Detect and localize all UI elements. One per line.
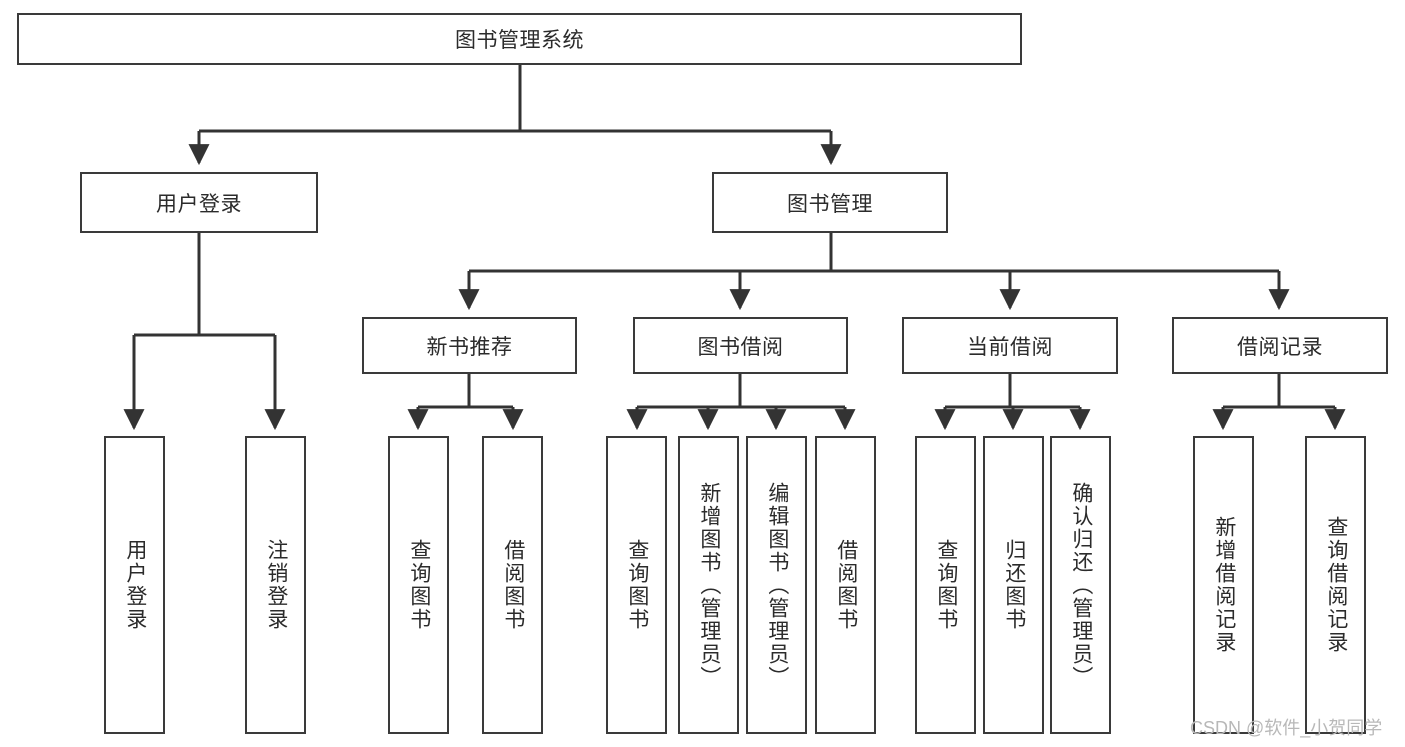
node-leaf-borrow-book-1[interactable]: 借阅图书 <box>482 436 543 734</box>
node-leaf-query-record[interactable]: 查询借阅记录 <box>1305 436 1366 734</box>
node-leaf-confirm-return-label: 确认归还（管理员） <box>1069 481 1093 689</box>
node-root[interactable]: 图书管理系统 <box>17 13 1022 65</box>
node-leaf-query-book-3[interactable]: 查询图书 <box>915 436 976 734</box>
node-borrow-record-label: 借阅记录 <box>1237 335 1323 359</box>
node-new-book-recommend[interactable]: 新书推荐 <box>362 317 577 374</box>
node-new-book-recommend-label: 新书推荐 <box>426 335 513 359</box>
node-user-login-label: 用户登录 <box>156 192 242 216</box>
node-book-borrow[interactable]: 图书借阅 <box>633 317 848 374</box>
node-borrow-record[interactable]: 借阅记录 <box>1172 317 1388 374</box>
node-leaf-add-record-label: 新增借阅记录 <box>1212 516 1236 654</box>
node-leaf-user-login[interactable]: 用户登录 <box>104 436 165 734</box>
node-leaf-logout-label: 注销登录 <box>264 539 288 631</box>
node-book-manage[interactable]: 图书管理 <box>712 172 948 233</box>
node-leaf-borrow-book-1-label: 借阅图书 <box>501 539 525 631</box>
node-leaf-add-book-label: 新增图书（管理员） <box>697 481 721 689</box>
node-leaf-logout[interactable]: 注销登录 <box>245 436 306 734</box>
node-leaf-confirm-return[interactable]: 确认归还（管理员） <box>1050 436 1111 734</box>
node-user-login[interactable]: 用户登录 <box>80 172 318 233</box>
node-leaf-query-book-3-label: 查询图书 <box>934 539 958 631</box>
node-leaf-query-book-2[interactable]: 查询图书 <box>606 436 667 734</box>
watermark: CSDN @软件_小贺同学 <box>1190 718 1383 738</box>
node-current-borrow-label: 当前借阅 <box>967 335 1053 359</box>
node-current-borrow[interactable]: 当前借阅 <box>902 317 1118 374</box>
node-leaf-add-book[interactable]: 新增图书（管理员） <box>678 436 739 734</box>
node-leaf-query-record-label: 查询借阅记录 <box>1324 516 1348 654</box>
node-leaf-add-record[interactable]: 新增借阅记录 <box>1193 436 1254 734</box>
node-leaf-borrow-book-2[interactable]: 借阅图书 <box>815 436 876 734</box>
node-book-manage-label: 图书管理 <box>787 192 873 216</box>
node-leaf-edit-book[interactable]: 编辑图书（管理员） <box>746 436 807 734</box>
node-leaf-user-login-label: 用户登录 <box>123 539 147 631</box>
node-leaf-query-book-1-label: 查询图书 <box>407 539 431 631</box>
node-leaf-edit-book-label: 编辑图书（管理员） <box>765 481 789 689</box>
node-root-label: 图书管理系统 <box>455 29 584 52</box>
node-leaf-borrow-book-2-label: 借阅图书 <box>834 539 858 631</box>
node-leaf-return-book-label: 归还图书 <box>1002 539 1026 631</box>
node-leaf-query-book-2-label: 查询图书 <box>625 539 649 631</box>
node-leaf-query-book-1[interactable]: 查询图书 <box>388 436 449 734</box>
node-book-borrow-label: 图书借阅 <box>697 335 784 359</box>
node-leaf-return-book[interactable]: 归还图书 <box>983 436 1044 734</box>
